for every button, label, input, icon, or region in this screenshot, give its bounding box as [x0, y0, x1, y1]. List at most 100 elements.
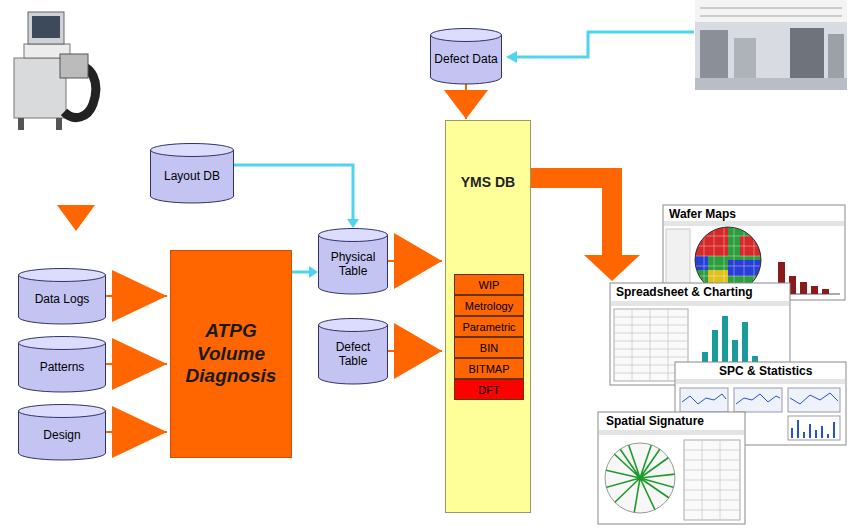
screenshot-panel: SPC & Statistics — [675, 362, 846, 445]
table-lines — [684, 440, 740, 520]
cylinder-top — [431, 29, 502, 42]
fab-machine — [790, 28, 824, 80]
chart-line — [790, 393, 838, 404]
cylinder-top — [19, 269, 106, 282]
text-area: Defect Data — [433, 42, 499, 77]
flow-wedge — [112, 406, 167, 458]
wafer-cell — [694, 226, 728, 256]
connector — [106, 270, 167, 322]
radial-signature — [604, 443, 676, 514]
text-area: Parametric — [455, 317, 523, 336]
table-cell: Parametric — [454, 316, 524, 337]
connector — [388, 233, 442, 289]
text-area: Layout DB — [153, 157, 231, 196]
database-cylinder: Defect Data — [430, 28, 502, 84]
node-label: WIP — [479, 279, 500, 291]
connector — [234, 165, 359, 228]
chart-line — [682, 394, 726, 404]
database-cylinder: Design — [18, 404, 106, 460]
cylinder-body — [19, 343, 106, 392]
table-cell: BITMAP — [454, 358, 524, 379]
flow-wedge — [394, 323, 442, 379]
fab-light — [700, 15, 842, 17]
tester-head — [60, 54, 88, 78]
node-label: Layout DB — [164, 170, 220, 184]
panel-title: Spatial Signature — [604, 414, 706, 428]
node-label: BITMAP — [469, 363, 510, 375]
spatial-signature-screenshot — [598, 412, 745, 524]
arrowhead — [309, 266, 318, 278]
database-cylinder: Layout DB — [150, 143, 234, 203]
text-area: YMS DB — [446, 174, 530, 190]
toolbar — [611, 301, 789, 306]
database-cylinder: Physical Table — [318, 228, 388, 294]
mini-chart — [788, 416, 840, 440]
flow-wedge — [112, 270, 167, 322]
text-area: Spreadsheet & Charting — [614, 285, 755, 299]
table-cell: BIN — [454, 337, 524, 358]
connector — [388, 323, 442, 379]
feed-line — [516, 32, 694, 57]
text-area: Physical Table — [321, 242, 385, 287]
node-label: ATPG Volume Diagnosis — [181, 320, 281, 388]
database-cylinder: Patterns — [18, 336, 106, 392]
tester-monitor — [28, 12, 64, 44]
mini-chart — [788, 388, 840, 412]
signature-lines — [604, 443, 676, 514]
chart-bar — [822, 289, 829, 294]
node-label: Physical Table — [321, 251, 385, 279]
chart-bar — [811, 286, 818, 294]
connector — [444, 84, 488, 119]
panel-title: Wafer Maps — [667, 207, 738, 221]
text-area: Defect Table — [321, 332, 385, 377]
text-area: BIN — [455, 338, 523, 357]
fab-photo — [695, 0, 847, 90]
text-area: BITMAP — [455, 359, 523, 378]
text-area: Patterns — [21, 350, 103, 385]
data-table — [684, 440, 740, 520]
cylinder-top — [151, 144, 234, 157]
database-cylinder: Defect Table — [318, 318, 388, 384]
wafer-cell — [728, 260, 762, 276]
table-cell: Metrology — [454, 295, 524, 316]
database-cylinder: Data Logs — [18, 268, 106, 324]
node-label: Metrology — [465, 300, 513, 312]
node-label: YMS DB — [461, 174, 515, 190]
fab-ceiling — [695, 0, 847, 22]
node-label: Parametric — [462, 321, 515, 333]
panel-title: SPC & Statistics — [717, 364, 814, 378]
window-frame — [598, 412, 745, 524]
chart-bars — [792, 420, 834, 438]
fab-room — [695, 0, 847, 90]
text-area: DFT — [455, 380, 523, 399]
cylinder-body — [319, 325, 388, 384]
node-label: DFT — [478, 384, 499, 396]
text-area: Metrology — [455, 296, 523, 315]
process-box: ATPG Volume Diagnosis — [170, 250, 292, 458]
node-label: Patterns — [40, 361, 85, 375]
panel-title: Spreadsheet & Charting — [614, 285, 755, 299]
arrowhead — [347, 219, 359, 228]
connector — [531, 178, 640, 281]
node-label: Design — [43, 429, 80, 443]
toolbar — [599, 430, 744, 435]
node-label: BIN — [480, 342, 498, 354]
wafer-outline — [605, 443, 675, 513]
fab-light — [700, 7, 842, 9]
text-area: SPC & Statistics — [717, 364, 814, 378]
cylinder-body — [151, 150, 234, 203]
tester-screen — [32, 16, 60, 38]
tester-leg — [56, 118, 62, 130]
tester-body — [14, 58, 66, 118]
fab-machine — [734, 38, 756, 80]
feed-arrowhead — [506, 51, 517, 63]
flow-arrow — [57, 205, 95, 231]
fab-machine — [828, 34, 844, 80]
flow-wedge — [394, 233, 442, 289]
screenshot-panel: Spatial Signature — [598, 412, 745, 524]
connector — [106, 338, 167, 390]
node-label: Defect Table — [321, 341, 385, 369]
tester-illustration — [14, 12, 96, 130]
